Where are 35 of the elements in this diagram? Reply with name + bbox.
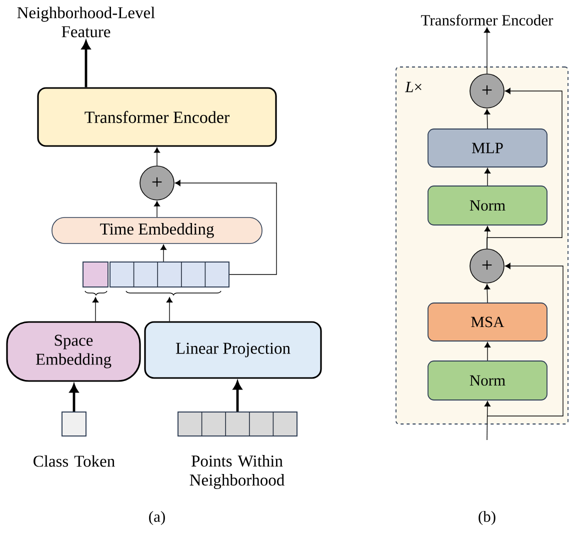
token-cell: Class Token <box>34 412 115 467</box>
output-label: Neighborhood-Level Feature <box>17 6 155 38</box>
layer-box: MLP <box>428 128 548 168</box>
arrow <box>484 27 490 74</box>
arrow <box>92 297 99 322</box>
arrow <box>484 401 490 440</box>
arrow <box>484 168 491 186</box>
arrow <box>486 88 562 249</box>
token-sequence <box>110 262 230 288</box>
layer-box: Norm <box>428 360 548 400</box>
arrow <box>82 40 90 88</box>
arrow <box>484 109 490 129</box>
arrow <box>70 384 78 412</box>
layer-box: Norm <box>428 186 548 226</box>
arrow <box>484 342 491 361</box>
panel-label: (b) <box>478 510 496 526</box>
output-label: Transformer Encoder <box>421 14 554 26</box>
embedding-pill: Space Embedding <box>6 321 141 382</box>
encoder-box: Transformer Encoder <box>37 87 277 147</box>
node-label: Points Within Neighborhood <box>190 455 284 490</box>
arrow <box>154 201 160 218</box>
projection-box: Linear Projection <box>144 321 322 379</box>
panel-label: (a) <box>149 510 165 526</box>
arrow <box>160 244 167 262</box>
layer-box: MSA <box>428 302 548 342</box>
node-label: Class Token <box>34 455 115 467</box>
arrow <box>233 381 242 412</box>
token-cell <box>82 262 108 288</box>
arrow <box>484 284 490 303</box>
token-sequence: Points Within Neighborhood <box>178 412 298 489</box>
arrow <box>486 262 564 416</box>
embedding-pill: Time Embedding <box>52 217 262 244</box>
arrow <box>166 297 173 322</box>
arrow <box>175 180 277 275</box>
arrow <box>154 147 160 166</box>
